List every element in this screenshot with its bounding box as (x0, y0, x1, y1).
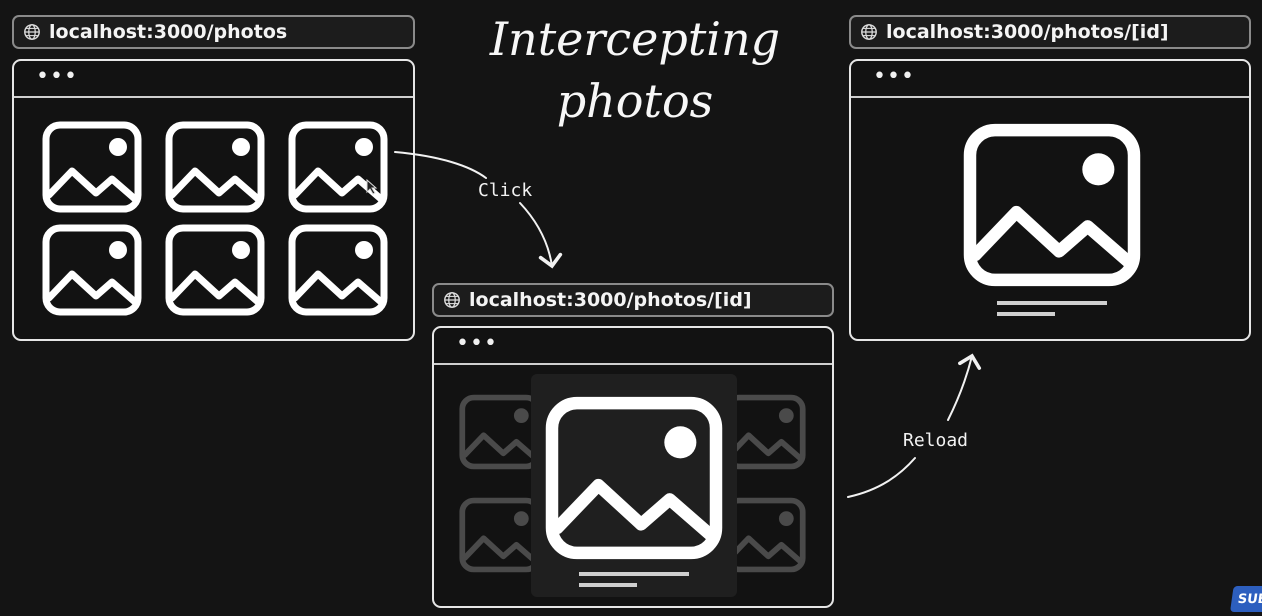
intercepted-url-bar[interactable]: localhost:3000/photos/[id] (432, 283, 834, 317)
window-menu-dots[interactable]: ••• (36, 64, 78, 89)
window-menu-dots[interactable]: ••• (873, 64, 915, 89)
reloaded-window: ••• (849, 59, 1251, 341)
window-divider (851, 96, 1249, 98)
caption-line (579, 583, 637, 587)
cursor-icon (366, 179, 378, 195)
caption-line (579, 572, 689, 576)
subscribe-badge[interactable]: SUB (1230, 586, 1262, 612)
window-divider (434, 363, 832, 365)
caption-line (997, 301, 1107, 305)
click-label: Click (478, 180, 533, 201)
photos-url-text: localhost:3000/photos (49, 21, 288, 43)
intercepted-window: ••• (432, 326, 834, 608)
window-menu-dots[interactable]: ••• (456, 331, 498, 356)
diagram-title: Intercepting photos (470, 8, 800, 132)
window-divider (14, 96, 413, 98)
caption-line (997, 312, 1055, 316)
photos-window: ••• (12, 59, 415, 341)
photo-modal (531, 374, 737, 597)
photos-url-bar[interactable]: localhost:3000/photos (12, 15, 415, 49)
reload-label: Reload (903, 430, 969, 451)
click-arrow (394, 151, 552, 266)
reloaded-url-text: localhost:3000/photos/[id] (886, 21, 1169, 43)
reloaded-url-bar[interactable]: localhost:3000/photos/[id] (849, 15, 1251, 49)
title-line-1: Intercepting (489, 12, 781, 66)
intercepted-url-text: localhost:3000/photos/[id] (469, 289, 752, 311)
reload-arrow (847, 356, 972, 498)
title-line-2: photos (556, 74, 714, 128)
